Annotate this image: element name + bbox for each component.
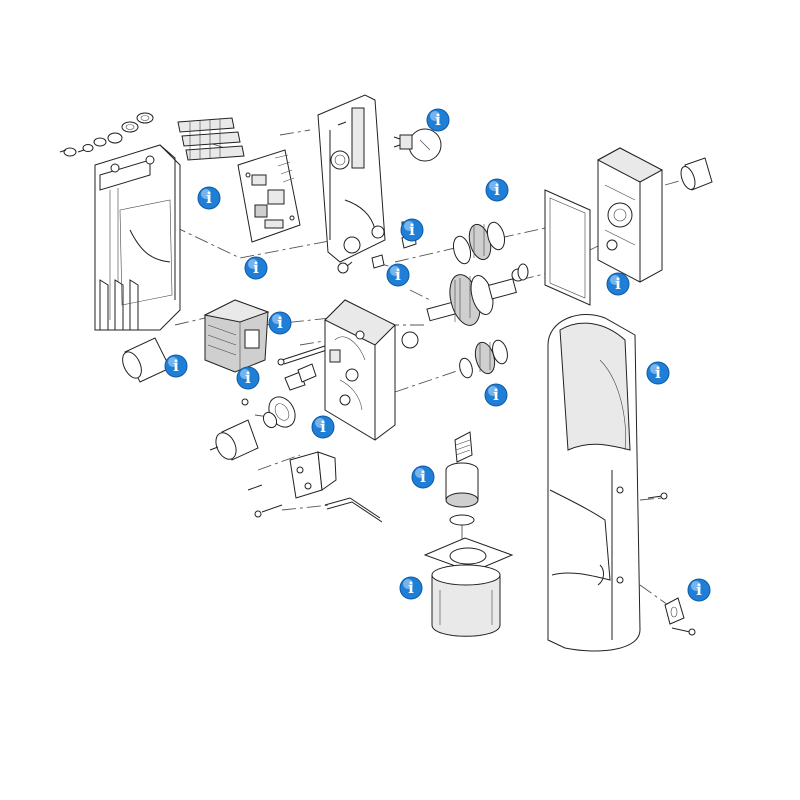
info-hotspot-7[interactable]: i — [426, 108, 450, 132]
info-hotspot-14[interactable]: i — [411, 465, 435, 489]
cover-screws — [647, 492, 696, 636]
info-hotspot-layer: i i i i i i i i i i i i i i i i — [164, 108, 711, 602]
info-icon-highlight — [489, 181, 499, 191]
gasket-plate — [517, 189, 591, 306]
info-icon-glyph: i — [493, 386, 499, 404]
info-icon-highlight — [248, 259, 258, 269]
info-hotspot-6[interactable]: i — [311, 415, 335, 439]
info-hotspot-4[interactable]: i — [164, 354, 188, 378]
info-icon-highlight — [404, 221, 414, 231]
control-circuit-board — [237, 149, 301, 243]
info-icon-glyph: i — [435, 111, 441, 129]
info-hotspot-13[interactable]: i — [646, 361, 670, 385]
info-hotspot-15[interactable]: i — [399, 576, 423, 600]
micro-switch-block — [247, 451, 383, 523]
info-icon-highlight — [488, 386, 498, 396]
info-icon-glyph: i — [173, 357, 179, 375]
info-icon-glyph: i — [245, 369, 251, 387]
long-screw-rod — [277, 344, 331, 366]
end-cap — [680, 157, 713, 191]
info-icon-glyph: i — [206, 189, 212, 207]
info-icon-glyph: i — [277, 314, 283, 332]
encoder-ring — [262, 396, 296, 429]
info-hotspot-10[interactable]: i — [386, 263, 410, 287]
info-hotspot-9[interactable]: i — [400, 218, 424, 242]
info-icon-glyph: i — [655, 364, 661, 382]
motor-drive-head — [445, 431, 479, 526]
lamp-bulb — [393, 128, 442, 162]
capacitor-cylinder — [122, 337, 171, 383]
auxiliary-motor — [209, 419, 259, 461]
info-hotspot-12[interactable]: i — [484, 383, 508, 407]
info-icon-glyph: i — [696, 581, 702, 599]
upper-gear-casing — [596, 147, 664, 283]
info-hotspot-5[interactable]: i — [236, 366, 260, 390]
mounting-bracket-frame — [94, 144, 181, 331]
info-icon-highlight — [240, 369, 250, 379]
info-icon-glyph: i — [253, 259, 259, 277]
info-hotspot-2[interactable]: i — [244, 256, 268, 280]
transformer — [203, 299, 270, 373]
info-icon-highlight — [403, 579, 413, 589]
output-shaft-assembly — [401, 268, 525, 349]
drive-gear-upper — [452, 221, 506, 265]
info-icon-highlight — [691, 581, 701, 591]
info-icon-highlight — [650, 364, 660, 374]
info-hotspot-8[interactable]: i — [485, 178, 509, 202]
info-icon-glyph: i — [615, 275, 621, 293]
screw-and-washer-set — [59, 112, 154, 157]
gearbox-housing — [324, 299, 396, 441]
info-hotspot-1[interactable]: i — [197, 186, 221, 210]
info-hotspot-11[interactable]: i — [606, 272, 630, 296]
info-icon-glyph: i — [320, 418, 326, 436]
info-icon-highlight — [168, 357, 178, 367]
info-icon-glyph: i — [408, 579, 414, 597]
info-icon-highlight — [610, 275, 620, 285]
info-hotspot-16[interactable]: i — [687, 578, 711, 602]
limit-switch-parts — [241, 363, 317, 406]
terminal-block-strips — [177, 117, 245, 161]
board-mounting-panel — [317, 94, 386, 263]
info-icon-highlight — [430, 111, 440, 121]
info-icon-glyph: i — [395, 266, 401, 284]
info-icon-highlight — [415, 468, 425, 478]
info-icon-highlight — [272, 314, 282, 324]
info-icon-highlight — [390, 266, 400, 276]
drive-gear-lower — [459, 339, 508, 379]
info-hotspot-3[interactable]: i — [268, 311, 292, 335]
release-key-lock — [664, 597, 685, 625]
info-icon-glyph: i — [409, 221, 415, 239]
main-cover-shell — [547, 314, 641, 652]
info-icon-glyph: i — [494, 181, 500, 199]
info-icon-glyph: i — [420, 468, 426, 486]
info-icon-highlight — [201, 189, 211, 199]
info-icon-highlight — [315, 418, 325, 428]
electric-motor — [423, 537, 514, 637]
